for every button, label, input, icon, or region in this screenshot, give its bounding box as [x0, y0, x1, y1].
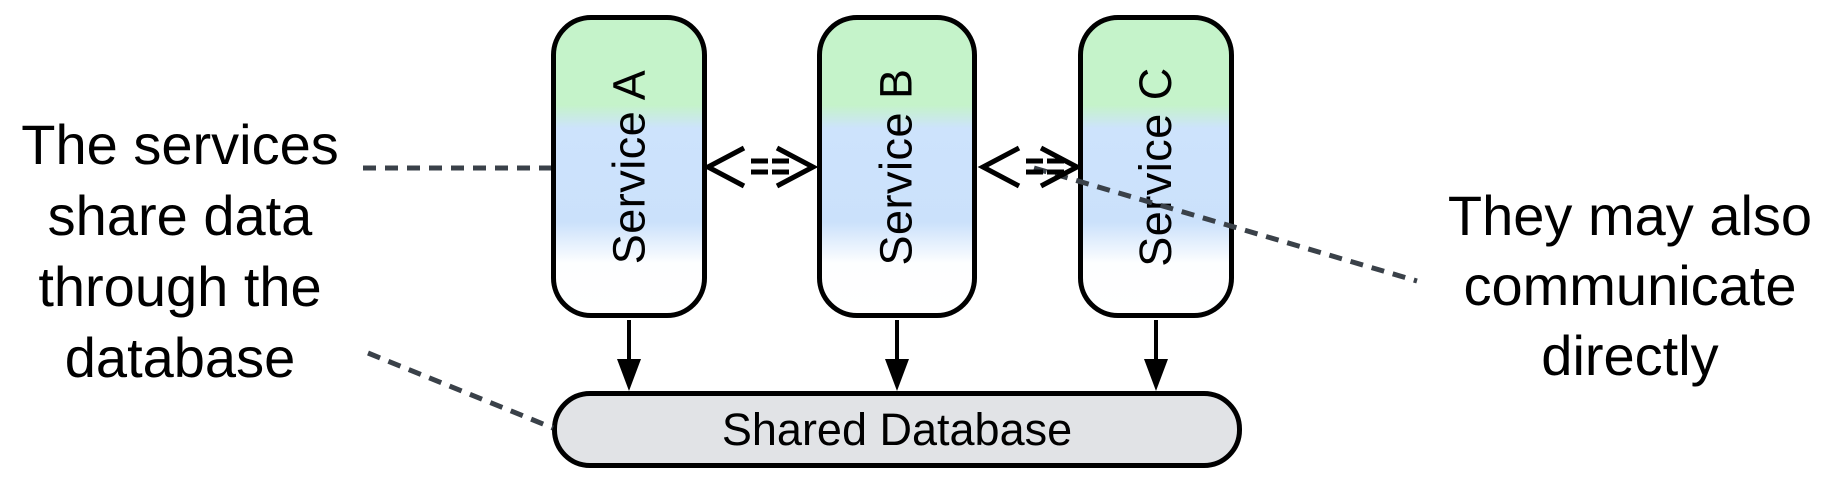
annotation-line: The services — [21, 113, 339, 176]
node-service-b-label: Service B — [871, 67, 923, 266]
arrow-left-bars-icon — [1026, 158, 1043, 175]
annotation-direct-communication: They may also communicate directly — [1430, 181, 1828, 391]
arrow-left-bars-icon — [751, 158, 768, 175]
arrow-service-b-to-db-icon — [885, 320, 909, 391]
annotation-line: share data — [47, 184, 313, 247]
annotation-line: They may also — [1447, 184, 1813, 247]
arrow-left-chevron-icon — [702, 145, 746, 189]
arrow-right-chevron-icon — [1039, 145, 1083, 189]
annotation-shared-data: The services share data through the data… — [0, 109, 360, 393]
node-service-c: Service C — [1078, 15, 1234, 318]
arrow-right-bars-icon — [772, 158, 789, 175]
node-shared-database-label: Shared Database — [721, 403, 1073, 455]
arrow-right-chevron-icon — [775, 145, 819, 189]
annotation-line: communicate — [1463, 254, 1797, 317]
dashed-leader-lower-left-icon — [367, 350, 554, 431]
arrow-head — [617, 359, 641, 391]
arrow-service-a-to-db-icon — [617, 320, 641, 391]
arrow-head — [885, 359, 909, 391]
double-arrow-b-c-icon — [977, 145, 1083, 189]
arrow-right-bars-icon — [1047, 158, 1064, 175]
annotation-line: directly — [1541, 324, 1719, 387]
arrow-service-c-to-db-icon — [1144, 320, 1168, 391]
annotation-line: through the — [38, 255, 322, 318]
arrow-head — [1144, 359, 1168, 391]
node-service-c-label: Service C — [1130, 66, 1181, 267]
annotation-line: database — [64, 326, 296, 389]
node-service-a-label: Service A — [603, 69, 654, 264]
node-service-b: Service B — [817, 15, 977, 318]
node-service-a: Service A — [551, 15, 707, 318]
double-arrow-a-b-icon — [702, 145, 819, 189]
arrow-left-chevron-icon — [977, 145, 1021, 189]
node-shared-database: Shared Database — [552, 391, 1242, 468]
